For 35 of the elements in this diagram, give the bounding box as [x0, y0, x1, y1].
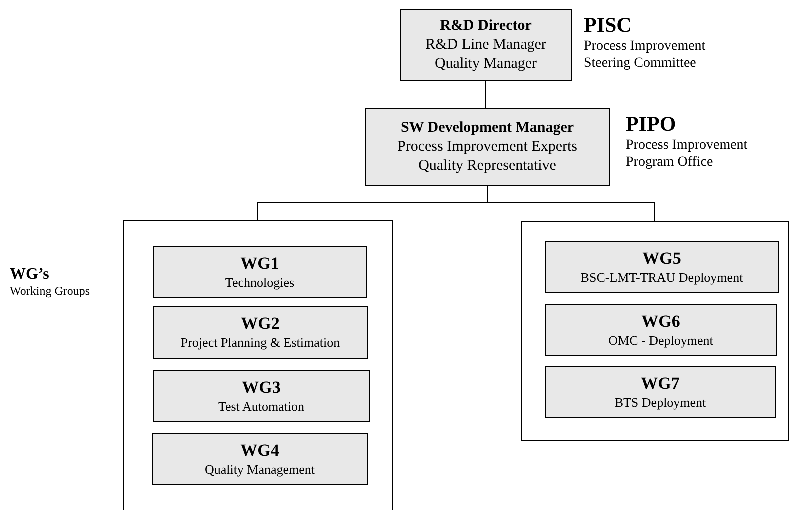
working-group-box — [153, 370, 370, 422]
box-title: WG1 — [240, 254, 280, 274]
box-title: WG7 — [641, 374, 680, 394]
box-subtitle: Test Automation — [218, 398, 305, 414]
box-subtitle: Process Improvement Experts — [398, 138, 578, 156]
box-subtitle: Technologies — [225, 274, 295, 290]
box-title: WG5 — [642, 248, 682, 268]
box-title: WG3 — [242, 378, 281, 398]
group-frame — [521, 221, 789, 441]
box-subtitle: Project Planning & Estimation — [180, 334, 340, 351]
box-subtitle: BTS Deployment — [614, 394, 706, 410]
working-group-box — [152, 433, 368, 485]
box-title: R&D Director — [440, 16, 532, 36]
committee-acronym: PISC — [584, 13, 633, 38]
working-group-box — [545, 304, 777, 356]
box-title: SW Development Manager — [400, 118, 574, 138]
box-subtitle: R&D Line Manager — [426, 36, 546, 54]
box-title: WG4 — [240, 440, 280, 460]
box-subtitle: Quality Management — [204, 460, 316, 478]
group-subtitle: Working Groups — [10, 284, 92, 299]
working-group-box — [545, 241, 779, 293]
box-subtitle: Quality Manager — [434, 54, 538, 74]
box-subtitle: OMC - Deployment — [608, 332, 714, 348]
group-heading: WG’s — [10, 266, 50, 284]
working-group-box — [153, 246, 367, 298]
box-title: WG2 — [241, 314, 280, 334]
working-group-box — [545, 366, 776, 418]
connector-line — [487, 186, 656, 222]
box-subtitle: Quality Representative — [418, 156, 556, 176]
box-subtitle: BSC-LMT-TRAU Deployment — [580, 268, 744, 286]
box-title: WG6 — [642, 312, 680, 332]
committee-name: Process Improvement Steering Committee — [584, 38, 707, 72]
committee-name: Process Improvement Program Office — [626, 137, 749, 171]
working-group-box — [153, 306, 368, 359]
committee-acronym: PIPO — [626, 112, 678, 137]
